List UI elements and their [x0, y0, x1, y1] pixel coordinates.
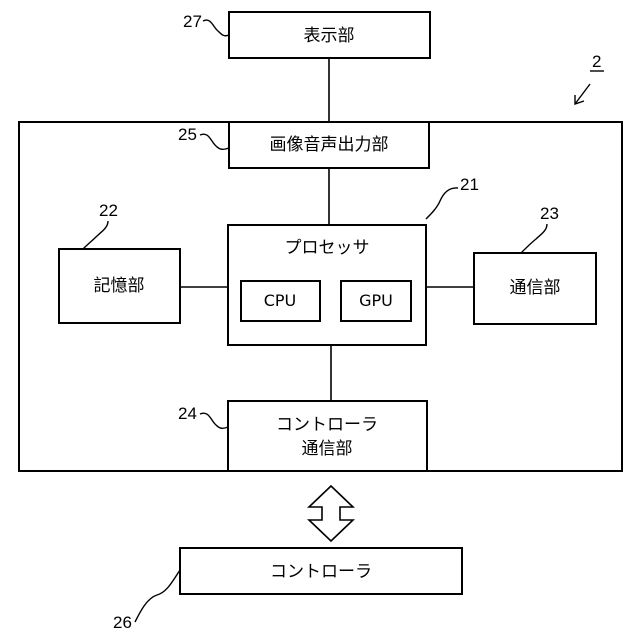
display-label: 表示部: [304, 26, 355, 46]
ref-numeral-controller: 26: [113, 613, 132, 632]
cpu-label: CPU: [264, 291, 297, 310]
ref-numeral-av-output: 25: [178, 125, 197, 144]
controller-label: コントローラ: [270, 562, 372, 582]
controller-comm-label-line1: コントローラ: [276, 415, 378, 435]
leader-storage: [83, 221, 108, 249]
controller-comm-label-line2: 通信部: [302, 439, 353, 459]
ref-numeral-processor: 21: [460, 175, 479, 194]
leader-controller-comm: [200, 413, 228, 428]
leader-controller: [135, 570, 180, 622]
processor-label: プロセッサ: [285, 238, 370, 258]
leader-av-output: [200, 134, 229, 149]
ref-numeral-storage: 22: [99, 201, 118, 220]
leader-comm: [521, 224, 547, 253]
bidirectional-arrow-icon: [309, 486, 353, 541]
av-output-label: 画像音声出力部: [270, 135, 389, 155]
ref-numeral-device: 2: [592, 52, 601, 71]
gpu-label: GPU: [359, 291, 393, 310]
ref-numeral-display: 27: [183, 12, 202, 31]
comm-label: 通信部: [510, 278, 561, 298]
leader-display: [203, 20, 229, 36]
storage-label: 記憶部: [94, 276, 145, 296]
controller-comm-box: [228, 401, 427, 471]
ref-numeral-controller-comm: 24: [178, 404, 197, 423]
ref-numeral-comm: 23: [540, 204, 559, 223]
leader-processor: [426, 188, 458, 219]
